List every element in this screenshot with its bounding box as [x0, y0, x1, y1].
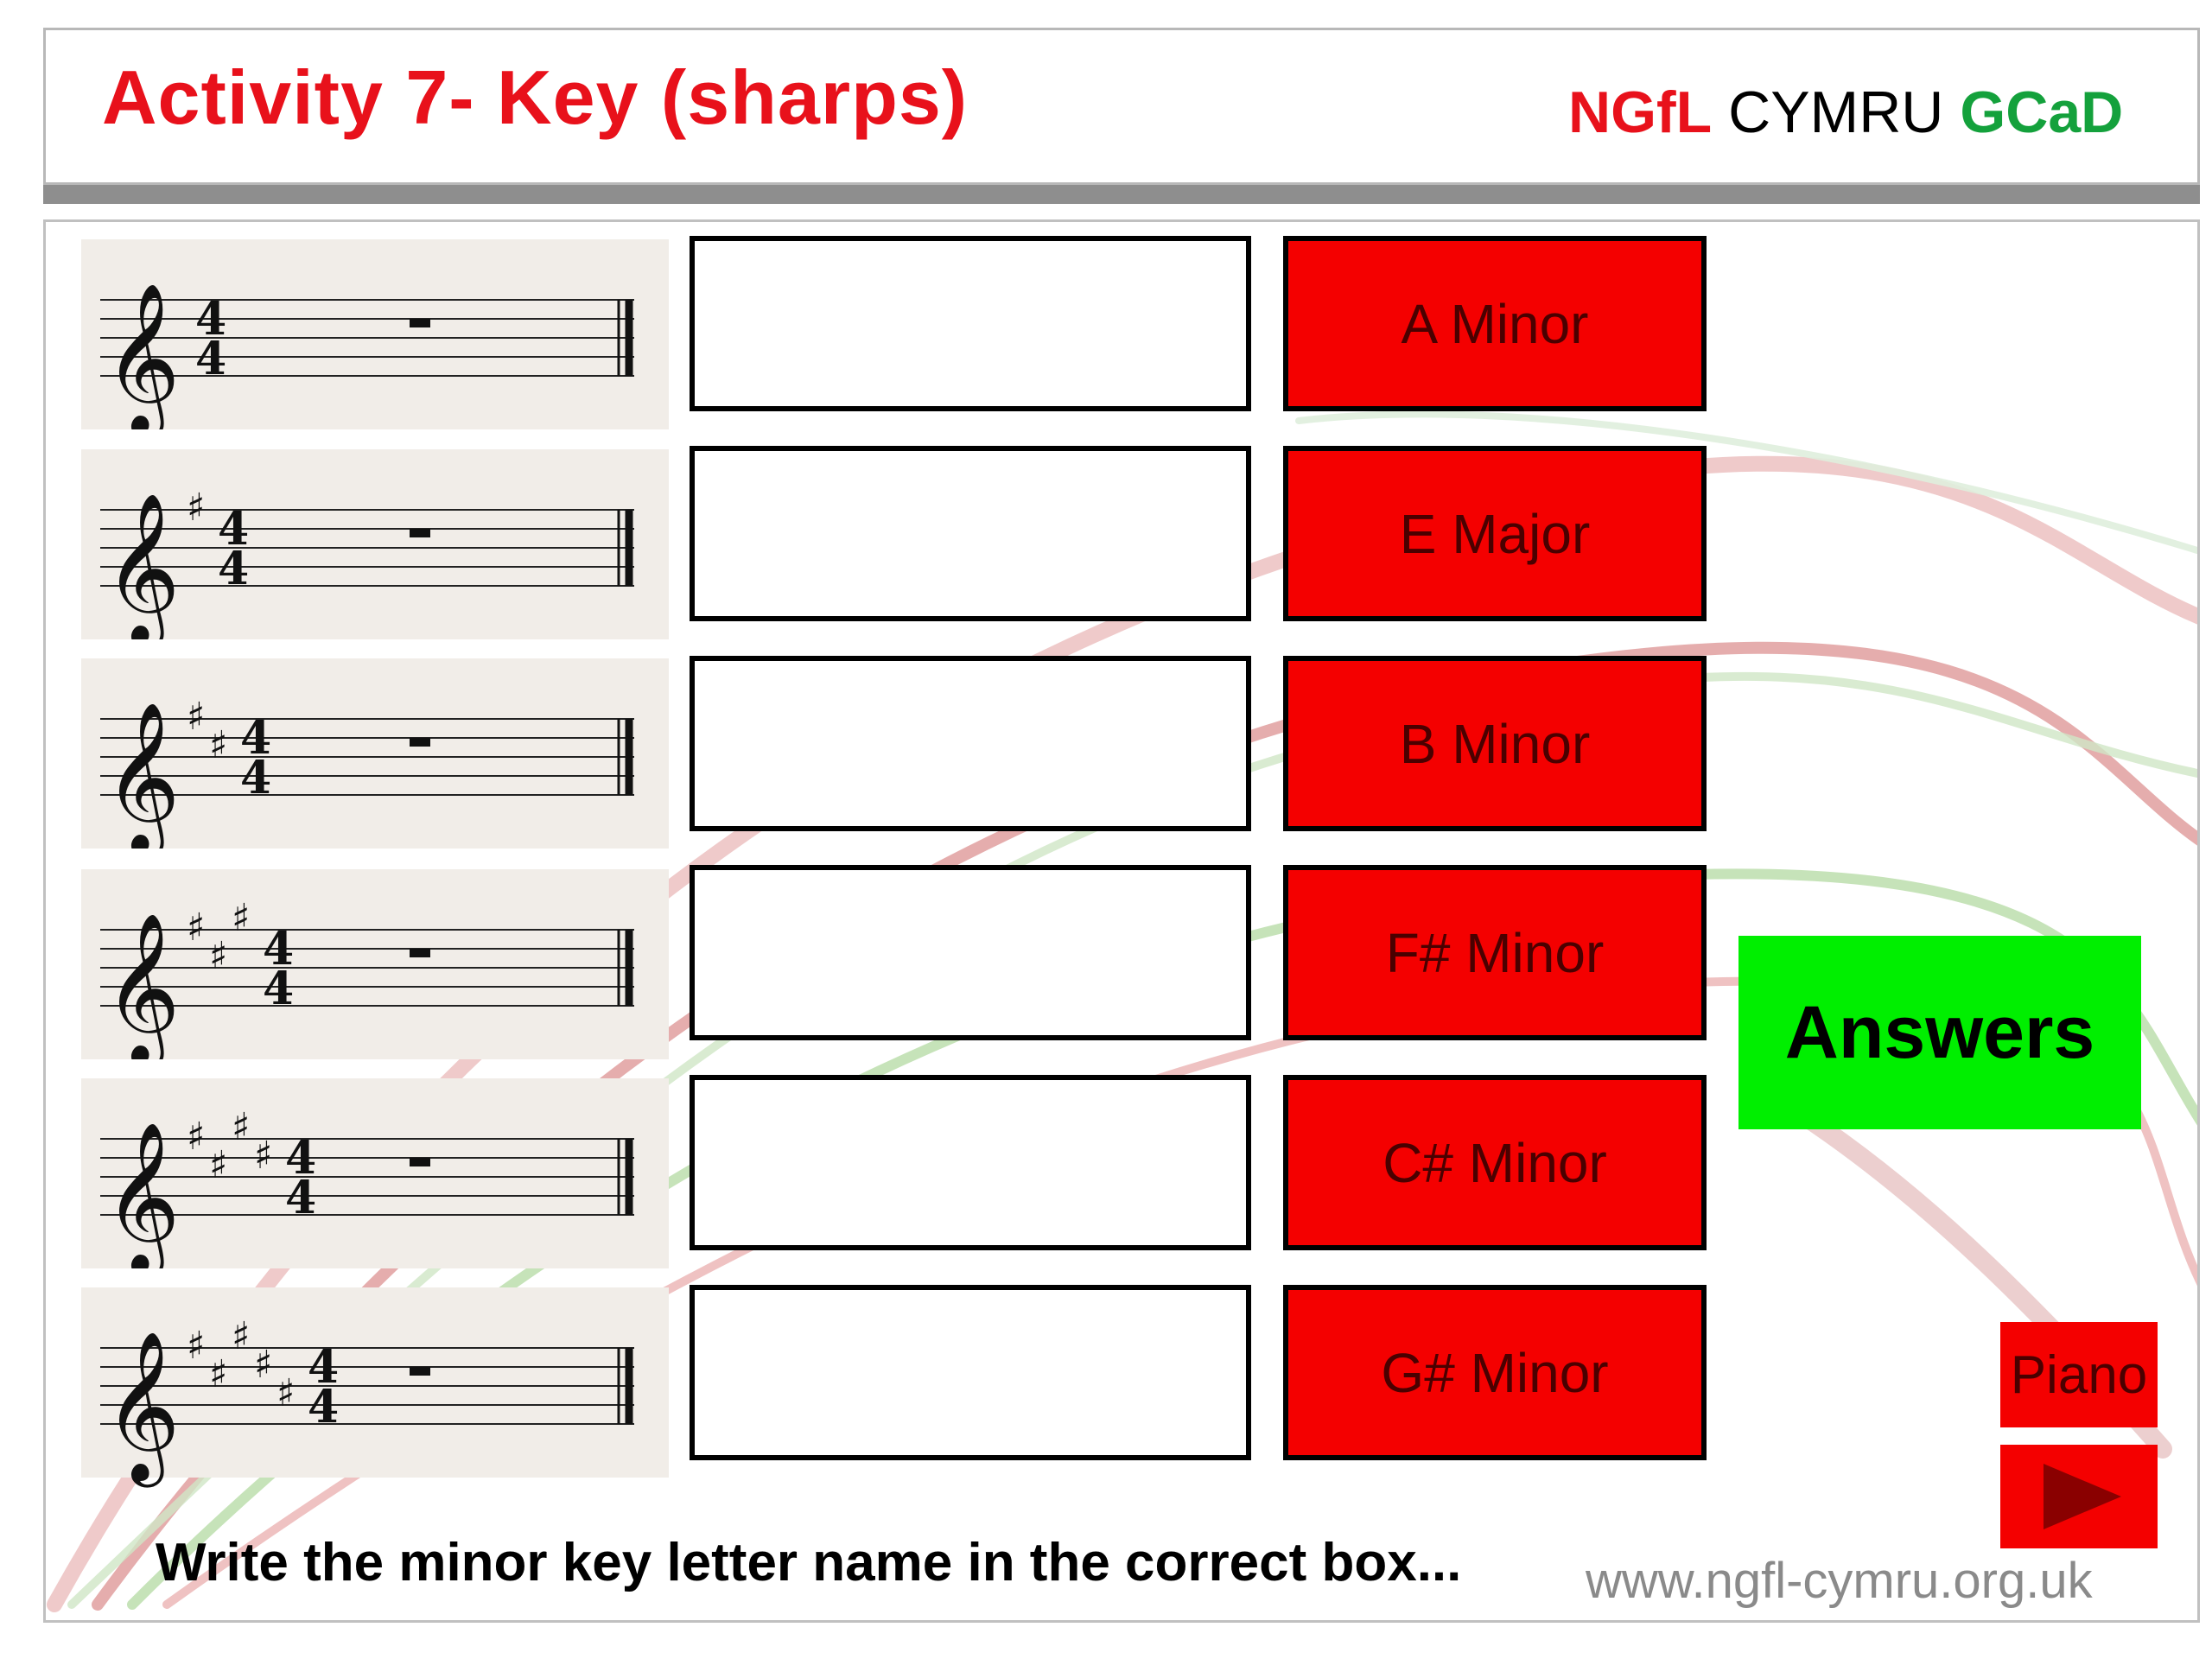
svg-text:4: 4 — [218, 543, 249, 595]
key-button-c-sharp-minor[interactable]: C# Minor — [1283, 1075, 1707, 1250]
answers-button[interactable]: Answers — [1738, 936, 2141, 1129]
svg-text:𝄞: 𝄞 — [104, 1122, 181, 1268]
svg-text:4: 4 — [240, 712, 271, 765]
play-icon — [2044, 1464, 2121, 1529]
svg-text:♯: ♯ — [232, 896, 250, 940]
svg-text:♯: ♯ — [209, 1352, 227, 1396]
key-button-b-minor[interactable]: B Minor — [1283, 656, 1707, 831]
svg-text:𝄞: 𝄞 — [104, 702, 181, 849]
site-url: www.ngfl-cymru.org.uk — [1586, 1553, 2093, 1609]
answer-box-1[interactable] — [690, 236, 1251, 411]
svg-text:4: 4 — [195, 293, 226, 346]
ngfl-logo: NGfL CYMRU GCaD — [1568, 83, 2123, 142]
key-button-a-minor[interactable]: A Minor — [1283, 236, 1707, 411]
instruction-text: Write the minor key letter name in the c… — [156, 1533, 1462, 1592]
svg-text:♯: ♯ — [187, 486, 205, 530]
logo-gcad: GCaD — [1960, 79, 2124, 145]
svg-text:4: 4 — [285, 1172, 316, 1224]
svg-text:♯: ♯ — [187, 1115, 205, 1159]
answer-box-6[interactable] — [690, 1285, 1251, 1460]
logo-ngfl: NGfL — [1568, 79, 1713, 145]
answer-box-5[interactable] — [690, 1075, 1251, 1250]
answer-box-4[interactable] — [690, 865, 1251, 1040]
svg-text:♯: ♯ — [209, 723, 227, 767]
svg-text:4: 4 — [240, 752, 271, 804]
svg-text:♯: ♯ — [254, 1134, 272, 1178]
page-title: Activity 7- Key (sharps) — [102, 54, 969, 140]
answer-box-2[interactable] — [690, 446, 1251, 621]
svg-text:♯: ♯ — [254, 1343, 272, 1387]
svg-text:𝄞: 𝄞 — [104, 283, 181, 429]
svg-text:♯: ♯ — [232, 1314, 250, 1358]
svg-text:4: 4 — [195, 333, 226, 385]
key-button-e-major[interactable]: E Major — [1283, 446, 1707, 621]
svg-text:♯: ♯ — [187, 906, 205, 950]
svg-text:♯: ♯ — [232, 1105, 250, 1149]
svg-text:4: 4 — [263, 923, 294, 976]
svg-text:4: 4 — [308, 1381, 339, 1433]
play-button[interactable] — [2000, 1445, 2158, 1548]
key-button-g-sharp-minor[interactable]: G# Minor — [1283, 1285, 1707, 1460]
svg-text:4: 4 — [218, 503, 249, 556]
answer-box-3[interactable] — [690, 656, 1251, 831]
key-button-f-sharp-minor[interactable]: F# Minor — [1283, 865, 1707, 1040]
svg-text:𝄞: 𝄞 — [104, 493, 181, 639]
svg-text:𝄞: 𝄞 — [104, 1331, 181, 1488]
piano-button[interactable]: Piano — [2000, 1322, 2158, 1427]
svg-text:𝄞: 𝄞 — [104, 912, 181, 1059]
svg-text:4: 4 — [308, 1341, 339, 1394]
svg-text:4: 4 — [285, 1132, 316, 1185]
svg-text:♯: ♯ — [276, 1371, 295, 1415]
header-panel — [43, 28, 2200, 185]
svg-text:♯: ♯ — [187, 695, 205, 739]
header-divider — [43, 185, 2200, 204]
svg-text:4: 4 — [263, 963, 294, 1015]
svg-text:♯: ♯ — [187, 1324, 205, 1368]
svg-text:♯: ♯ — [209, 1143, 227, 1187]
logo-cymru: CYMRU — [1728, 79, 1944, 145]
svg-text:♯: ♯ — [209, 934, 227, 978]
